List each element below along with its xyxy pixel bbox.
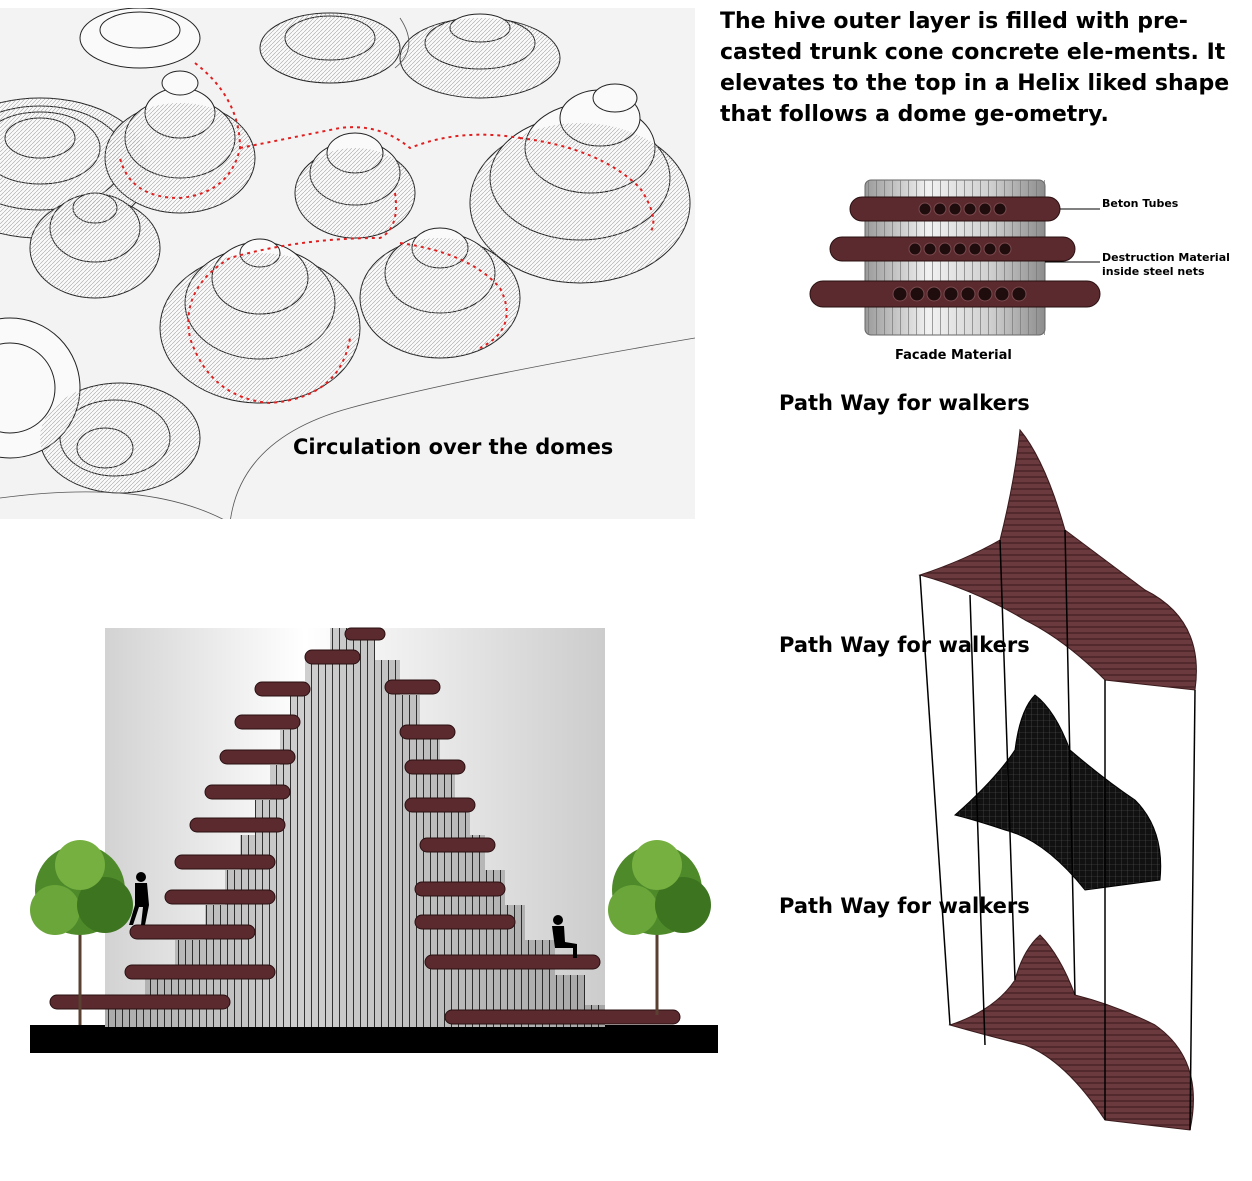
domes-plan-illustration (0, 8, 695, 519)
tower-elevation (25, 620, 725, 1060)
ground-slab (30, 1025, 718, 1053)
pathway-label-3: Path Way for walkers (779, 894, 1030, 918)
tower-elevation-illustration (30, 627, 718, 1053)
person-sitting-silhouette (552, 915, 577, 958)
tube-ring-2 (829, 236, 1076, 262)
facade-material-diagram: Beton Tubes Destruction Material inside … (805, 175, 1245, 370)
pathway-exploded-diagram (905, 420, 1225, 1170)
connector-lines (919, 529, 1196, 1131)
circulation-caption: Circulation over the domes (293, 435, 614, 459)
tree-right (608, 840, 711, 1015)
pathway-layer-middle (953, 694, 1162, 891)
pathway-layer-top (918, 428, 1197, 691)
walking-route (119, 62, 655, 405)
pathway-label-2: Path Way for walkers (779, 633, 1030, 657)
pathway-layer-bottom (948, 934, 1194, 1131)
intro-paragraph: The hive outer layer is filled with pre-… (720, 9, 1230, 127)
circulation-drawing: Circulation over the domes (0, 8, 695, 519)
label-destruction-material: Destruction Material (1102, 251, 1230, 264)
facade-drum (809, 179, 1101, 336)
tree-left (30, 840, 133, 1025)
pathway-layers (918, 428, 1197, 1131)
pathway-label-1: Path Way for walkers (779, 391, 1030, 415)
label-steel-nets: inside steel nets (1102, 265, 1205, 278)
facade-caption: Facade Material (895, 348, 1012, 363)
tube-balconies (49, 627, 681, 1025)
person-walking-silhouette (129, 872, 149, 925)
label-beton-tubes: Beton Tubes (1102, 197, 1179, 210)
